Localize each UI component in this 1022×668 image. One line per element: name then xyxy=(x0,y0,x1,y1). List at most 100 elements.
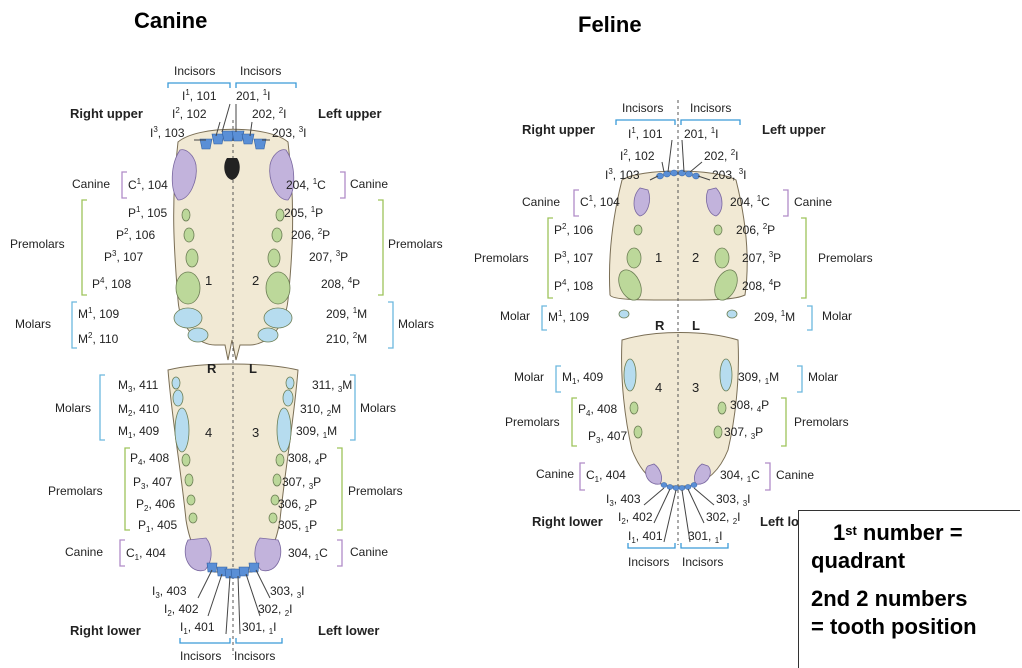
canine-upper-molar-right xyxy=(174,308,202,328)
feline-quadrant-2: 2 xyxy=(692,250,699,265)
feline-tooth-label: 307, 3P xyxy=(724,425,763,441)
legend-line-3: 2nd 2 numbers xyxy=(811,585,1016,613)
canine-upper-premolar-right xyxy=(182,209,190,221)
feline-bracket xyxy=(580,463,585,490)
feline-lower-tooth-right xyxy=(624,359,636,391)
feline-leader-line xyxy=(644,488,664,505)
canine-leader-line xyxy=(198,570,212,598)
canine-tooth-label: M2, 110 xyxy=(78,331,119,346)
feline-bracket xyxy=(556,366,561,392)
feline-lower-incisors-bracket-left xyxy=(681,543,728,548)
canine-left-upper-label: Left upper xyxy=(318,106,382,121)
canine-right-upper-label: Right upper xyxy=(70,106,143,121)
canine-upper-molar-left xyxy=(258,328,278,342)
canine-group-label: Premolars xyxy=(388,237,443,251)
canine-bracket xyxy=(388,302,393,348)
feline-group-label: Molar xyxy=(514,370,544,384)
canine-upper-incisors-label-right: Incisors xyxy=(174,64,215,78)
feline-tooth-label: 207, 3P xyxy=(742,250,781,265)
feline-tooth-label: M1, 409 xyxy=(562,370,603,386)
feline-bracket xyxy=(574,190,579,216)
canine-tooth-label: 309, 1M xyxy=(296,424,337,440)
canine-quadrant-1: 1 xyxy=(205,273,212,288)
feline-tooth-label: 303, 3I xyxy=(716,492,751,508)
canine-right-lower-label: Right lower xyxy=(70,623,141,638)
feline-group-label: Molar xyxy=(500,309,530,323)
feline-tooth-label: 206, 2P xyxy=(736,222,775,237)
canine-tooth-label: 210, 2M xyxy=(326,331,367,346)
canine-right-marker: R xyxy=(207,361,217,376)
feline-group-label: Molar xyxy=(822,309,852,323)
canine-upper-premolar-left xyxy=(276,209,284,221)
feline-bracket xyxy=(542,306,547,330)
feline-upper-incisor xyxy=(671,170,678,176)
canine-lower-tooth-right xyxy=(173,390,183,406)
feline-tooth-label: P3, 107 xyxy=(554,250,593,265)
canine-upper-incisor xyxy=(242,134,254,144)
canine-group-label: Canine xyxy=(350,545,388,559)
feline-bracket xyxy=(807,306,812,330)
canine-tooth-label: M2, 410 xyxy=(118,402,159,418)
feline-upper-incisors-bracket-right xyxy=(616,120,675,125)
canine-quadrant-4: 4 xyxy=(205,425,212,440)
feline-upper-incisor xyxy=(679,170,686,176)
canine-upper-premolar-right xyxy=(176,272,200,304)
feline-upper-tooth-left xyxy=(714,225,722,235)
canine-lower-incisors-bracket-left xyxy=(236,638,282,643)
canine-leader-line xyxy=(222,104,230,132)
feline-leader-line xyxy=(690,162,702,172)
feline-bracket xyxy=(781,398,786,446)
canine-group-label: Canine xyxy=(72,177,110,191)
canine-tooth-label: 304, 1C xyxy=(288,546,328,562)
canine-group-label: Premolars xyxy=(10,237,65,251)
feline-group-label: Premolars xyxy=(818,251,873,265)
feline-quadrant-3: 3 xyxy=(692,380,699,395)
feline-tooth-label: 203, 3I xyxy=(712,167,747,182)
canine-tooth-label: 302, 2I xyxy=(258,602,293,618)
feline-tooth-label: I2, 102 xyxy=(620,148,655,163)
canine-tooth-label: 308, 4P xyxy=(288,451,327,467)
feline-lower-tooth-right xyxy=(630,402,638,414)
canine-lower-tooth-left xyxy=(273,474,281,486)
canine-group-label: Molars xyxy=(360,401,396,415)
canine-leader-line xyxy=(246,574,260,616)
feline-upper-incisors-bracket-left xyxy=(681,120,740,125)
canine-lower-incisors-label-left: Incisors xyxy=(234,649,275,663)
canine-lower-tooth-right xyxy=(182,454,190,466)
canine-tooth-label: I2, 102 xyxy=(172,106,207,121)
canine-tooth-label: M3, 411 xyxy=(118,378,159,394)
canine-bracket xyxy=(72,302,77,348)
feline-leader-line xyxy=(668,140,672,172)
canine-bracket xyxy=(378,200,383,295)
feline-quadrant-1: 1 xyxy=(655,250,662,265)
canine-tooth-label: M1, 409 xyxy=(118,424,159,440)
canine-tooth-label: P1, 405 xyxy=(138,518,177,534)
feline-leader-line xyxy=(682,490,690,542)
canine-group-label: Canine xyxy=(350,177,388,191)
canine-tooth-label: 303, 3I xyxy=(270,584,305,600)
canine-tooth-label: 205, 1P xyxy=(284,205,323,220)
canine-tooth-label: I1, 401 xyxy=(180,620,215,636)
feline-left-upper-label: Left upper xyxy=(762,122,826,137)
canine-bracket xyxy=(122,172,127,198)
feline-upper-tooth-left xyxy=(727,310,737,318)
canine-leader-line xyxy=(256,570,270,598)
canine-tooth-label: C1, 404 xyxy=(126,546,166,562)
feline-lower-incisor xyxy=(661,483,667,488)
canine-lower-tooth-left xyxy=(286,377,294,389)
feline-lower-incisor xyxy=(673,486,679,491)
canine-upper-incisors-label-left: Incisors xyxy=(240,64,281,78)
canine-upper-premolar-left xyxy=(268,249,280,267)
canine-upper-incisor xyxy=(212,134,224,144)
feline-bracket xyxy=(783,190,788,216)
feline-tooth-label: C1, 104 xyxy=(580,194,620,209)
canine-bracket xyxy=(337,540,342,566)
feline-right-marker: R xyxy=(655,318,665,333)
canine-upper-premolar-right xyxy=(186,249,198,267)
feline-tooth-label: P4, 108 xyxy=(554,278,593,293)
canine-quadrant-2: 2 xyxy=(252,273,259,288)
feline-lower-incisors-label-left: Incisors xyxy=(682,555,723,569)
canine-leader-line xyxy=(226,576,230,634)
canine-upper-premolar-left xyxy=(272,228,282,242)
canine-leader-line xyxy=(208,574,222,616)
